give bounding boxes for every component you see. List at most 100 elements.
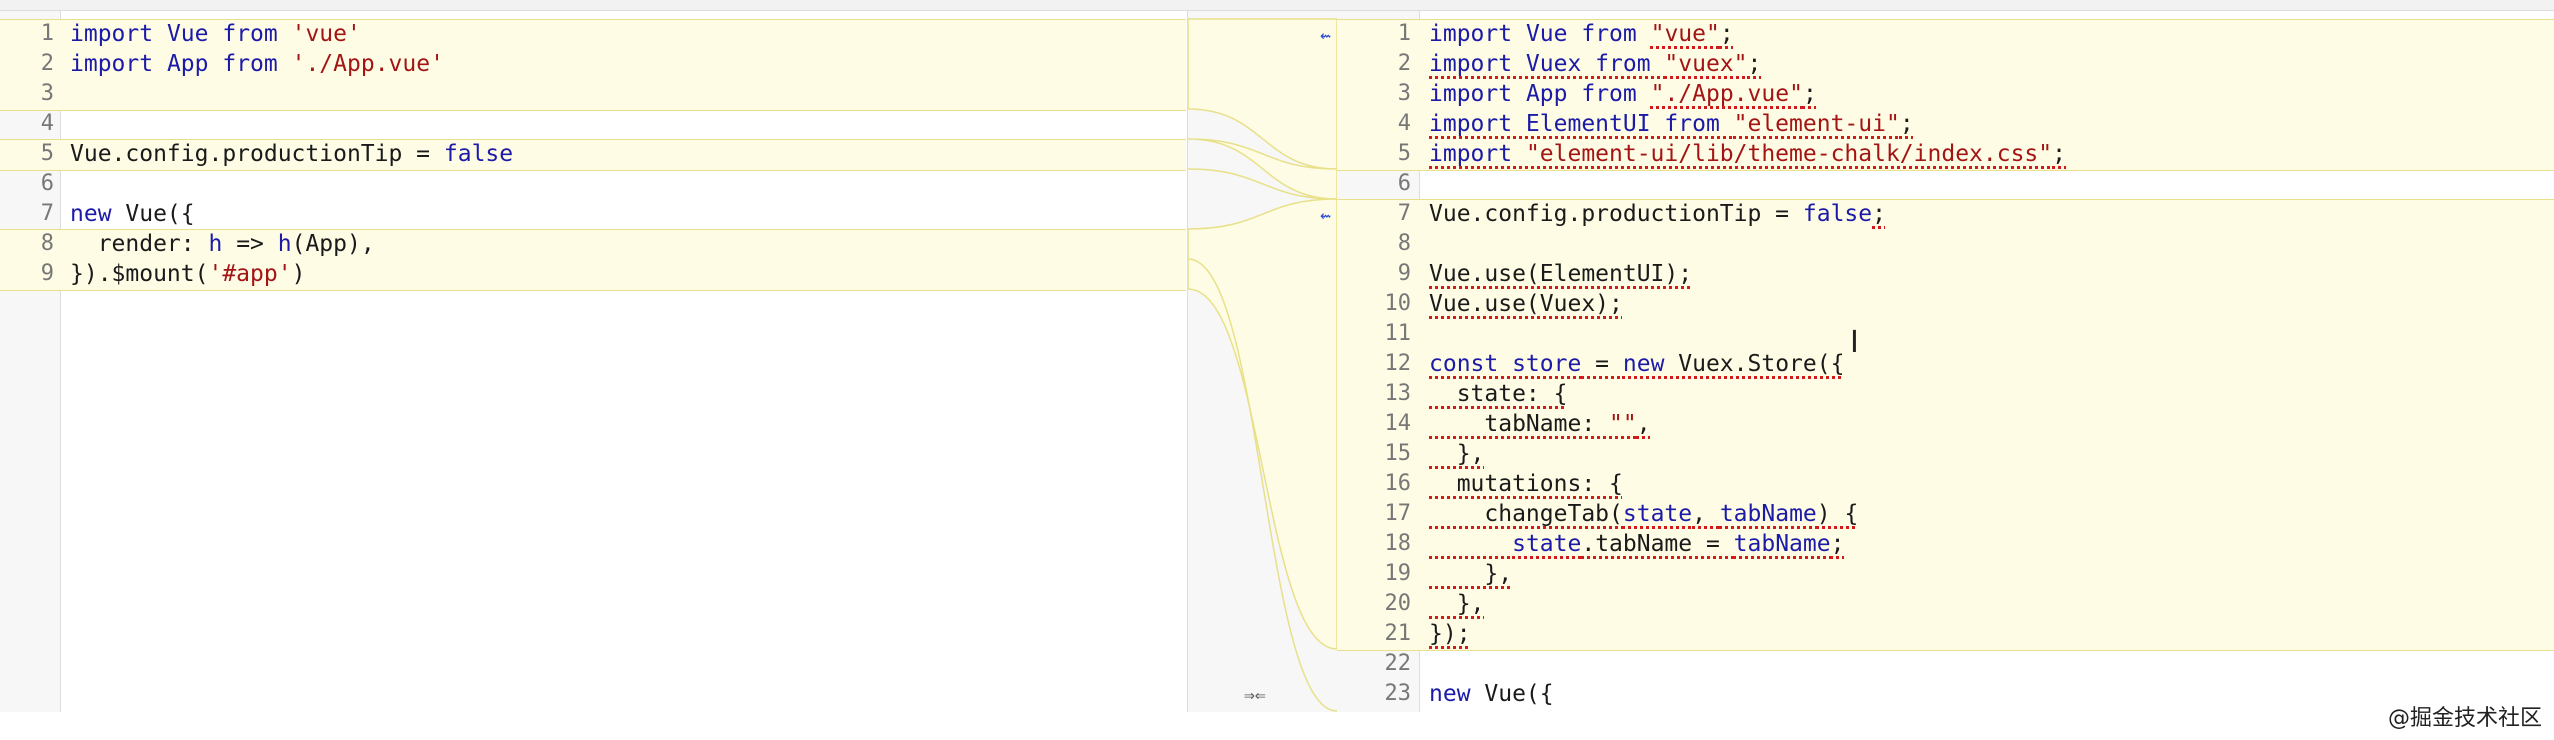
- code-token: "": [1609, 411, 1637, 437]
- code-line[interactable]: 11: [1385, 319, 2554, 349]
- code-line[interactable]: 4: [41, 109, 1186, 139]
- code-token: "element-ui/lib/theme-chalk/index.css": [1525, 141, 2053, 167]
- code-token: =>: [222, 231, 278, 257]
- code-token: tabName: [1719, 501, 1817, 527]
- code-line[interactable]: 17 changeTab(state, tabName) {: [1385, 499, 2554, 529]
- code-token: new: [1622, 351, 1665, 377]
- merge-all-icon[interactable]: ⇒⇐: [1244, 685, 1266, 706]
- code-line[interactable]: 6: [1398, 169, 2554, 199]
- diff-chunk-highlight: [0, 229, 1186, 291]
- line-number: 1: [40, 21, 54, 46]
- code-token: import: [1429, 141, 1526, 167]
- code-line[interactable]: 9 Vue.use(ElementUI);: [1398, 259, 2554, 289]
- code-token: }).$mount(: [70, 261, 209, 287]
- code-line-text: import Vuex from "vuex";: [1429, 49, 1761, 79]
- line-number: 9: [1397, 261, 1411, 286]
- code-token: [1512, 21, 1526, 47]
- line-number: 10: [1384, 291, 1412, 316]
- code-token: render:: [70, 231, 209, 257]
- diff-chunk-highlight: [1337, 19, 2554, 171]
- code-token: new: [70, 201, 112, 227]
- code-token: ;: [2052, 141, 2066, 167]
- connector-band: [1188, 138, 1337, 200]
- code-token: new: [1429, 681, 1471, 707]
- code-line[interactable]: 8: [1398, 229, 2554, 259]
- code-token: from: [222, 21, 278, 47]
- code-line[interactable]: 20 },: [1385, 589, 2554, 619]
- line-number: 9: [40, 261, 54, 286]
- code-line[interactable]: 21});: [1385, 619, 2554, 649]
- code-line[interactable]: 16 mutations: {: [1385, 469, 2554, 499]
- merge-chunk-left-arrow-icon[interactable]: ⇜: [1320, 25, 1331, 46]
- code-token: "./App.vue": [1650, 81, 1803, 107]
- code-line-text: import "element-ui/lib/theme-chalk/index…: [1429, 139, 2066, 169]
- code-line[interactable]: 19 },: [1385, 559, 2554, 589]
- code-token: App: [1525, 81, 1568, 107]
- code-token: });: [1429, 621, 1471, 647]
- code-token: Vue.config.productionTip =: [1429, 201, 1803, 227]
- code-token: App: [166, 51, 209, 77]
- code-token: "element-ui": [1733, 111, 1900, 137]
- code-token: [153, 21, 167, 47]
- line-number: 23: [1384, 681, 1412, 706]
- code-token: ;: [1747, 51, 1762, 77]
- code-line-text: import App from "./App.vue";: [1429, 79, 1817, 109]
- code-token: Vue({: [111, 201, 195, 227]
- code-token: ;: [1802, 81, 1817, 107]
- code-line[interactable]: 6: [41, 169, 1186, 199]
- code-line[interactable]: 9}).$mount('#app'): [41, 259, 1186, 289]
- diff-connector-gutter: ⇜ ⇜ ⇒⇐: [1187, 11, 1338, 712]
- line-number: 19: [1384, 561, 1412, 586]
- code-token: './App.vue': [291, 51, 444, 77]
- line-number: 16: [1384, 471, 1412, 496]
- code-token: tabName: [1733, 531, 1831, 557]
- code-token: Vue.use(ElementUI);: [1429, 261, 1693, 287]
- code-line-text: });: [1429, 619, 1471, 649]
- code-token: [278, 21, 292, 47]
- line-number: 21: [1384, 621, 1412, 646]
- code-line-text: },: [1429, 439, 1485, 469]
- code-token: (App),: [291, 231, 375, 257]
- line-number: 18: [1384, 531, 1412, 556]
- code-line-text: },: [1429, 559, 1512, 589]
- code-token: [1512, 81, 1526, 107]
- code-line[interactable]: 14 tabName: "",: [1385, 409, 2554, 439]
- connector-band: [1188, 168, 1337, 200]
- code-token: h: [277, 231, 292, 257]
- code-token: ,: [1692, 501, 1720, 527]
- code-line[interactable]: 18 state.tabName = tabName;: [1385, 529, 2554, 559]
- code-token: state: [1512, 531, 1582, 557]
- line-number: 6: [1397, 171, 1411, 196]
- code-token: Vuex.Store({: [1664, 351, 1845, 377]
- code-token: from: [1581, 81, 1637, 107]
- code-line[interactable]: 3: [41, 79, 1186, 109]
- line-number: 8: [1397, 231, 1411, 256]
- code-line[interactable]: 13 state: {: [1385, 379, 2554, 409]
- code-token: import Vuex from: [1429, 51, 1665, 77]
- code-token: "vuex": [1664, 51, 1748, 77]
- code-line-text: import Vue from "vue";: [1429, 19, 1734, 49]
- code-line[interactable]: 8 render: h => h(App),: [41, 229, 1186, 259]
- diff-chunk-highlight: [0, 19, 1186, 111]
- line-number: 8: [40, 231, 54, 256]
- merge-chunk-left-arrow-icon[interactable]: ⇜: [1320, 205, 1331, 226]
- code-line[interactable]: 22: [1385, 649, 2554, 679]
- code-line[interactable]: 15 },: [1385, 439, 2554, 469]
